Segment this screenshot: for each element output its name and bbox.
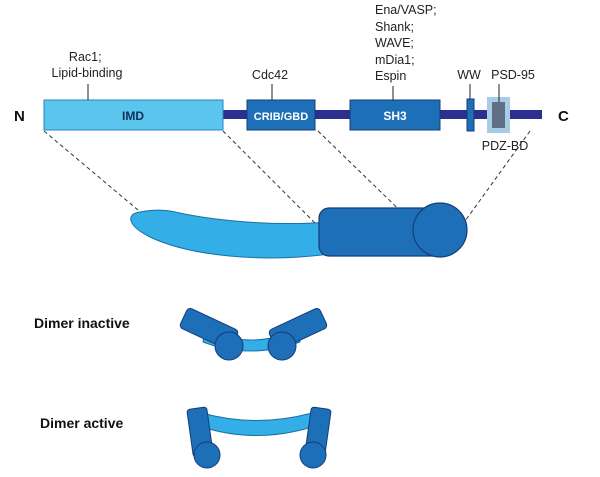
sh3-domain-label: SH3: [383, 109, 407, 123]
ww-domain: [466, 98, 475, 132]
ww-label: WW: [457, 68, 481, 82]
imd-domain-label: IMD: [122, 109, 144, 123]
sh3-partner-line-2: Shank;: [375, 20, 414, 34]
psd95-label: PSD-95: [491, 68, 535, 82]
dimer-active-model: [186, 406, 332, 469]
active-left-sh3: [193, 441, 221, 469]
pdz-bd-core: [492, 102, 505, 128]
imd-domain: [43, 99, 224, 131]
sh3-domain: [349, 99, 441, 131]
imd-partner-line-2: Lipid-binding: [52, 66, 123, 80]
dimer-inactive-label: Dimer inactive: [34, 315, 130, 331]
sh3-model-sphere: [412, 202, 468, 258]
n-terminus-label: N: [14, 108, 25, 125]
crib-gbd-domain: [246, 99, 316, 131]
sh3-partner-line-4: mDia1;: [375, 53, 415, 67]
sh3-partner-line-5: Espin: [375, 69, 406, 83]
active-right-sh3: [299, 441, 327, 469]
sh3-partners-label: Ena/VASP; Shank; WAVE; mDia1; Espin: [375, 3, 440, 83]
crib-gbd-domain-label: CRIB/GBD: [254, 111, 308, 123]
c-terminus-label: C: [558, 108, 569, 125]
active-imd-bar: [201, 412, 313, 436]
sh3-partner-line-3: WAVE;: [375, 36, 414, 50]
map-line-imd-end: [222, 130, 321, 229]
sh3-partner-line-1: Ena/VASP;: [375, 3, 437, 17]
map-line-imd-start: [43, 130, 139, 211]
pdz-bd-label: PDZ-BD: [482, 139, 529, 153]
imd-partner-line-1: Rac1;: [69, 50, 102, 64]
dimer-active-label: Dimer active: [40, 415, 123, 431]
inactive-right-sh3: [267, 331, 297, 361]
inactive-left-sh3: [214, 331, 244, 361]
imd-model-shape: [130, 209, 331, 259]
imd-partner-label: Rac1; Lipid-binding: [52, 50, 123, 80]
dimer-inactive-model: [179, 308, 328, 361]
map-line-c-end: [459, 130, 531, 229]
crib-partner-label: Cdc42: [252, 68, 288, 82]
